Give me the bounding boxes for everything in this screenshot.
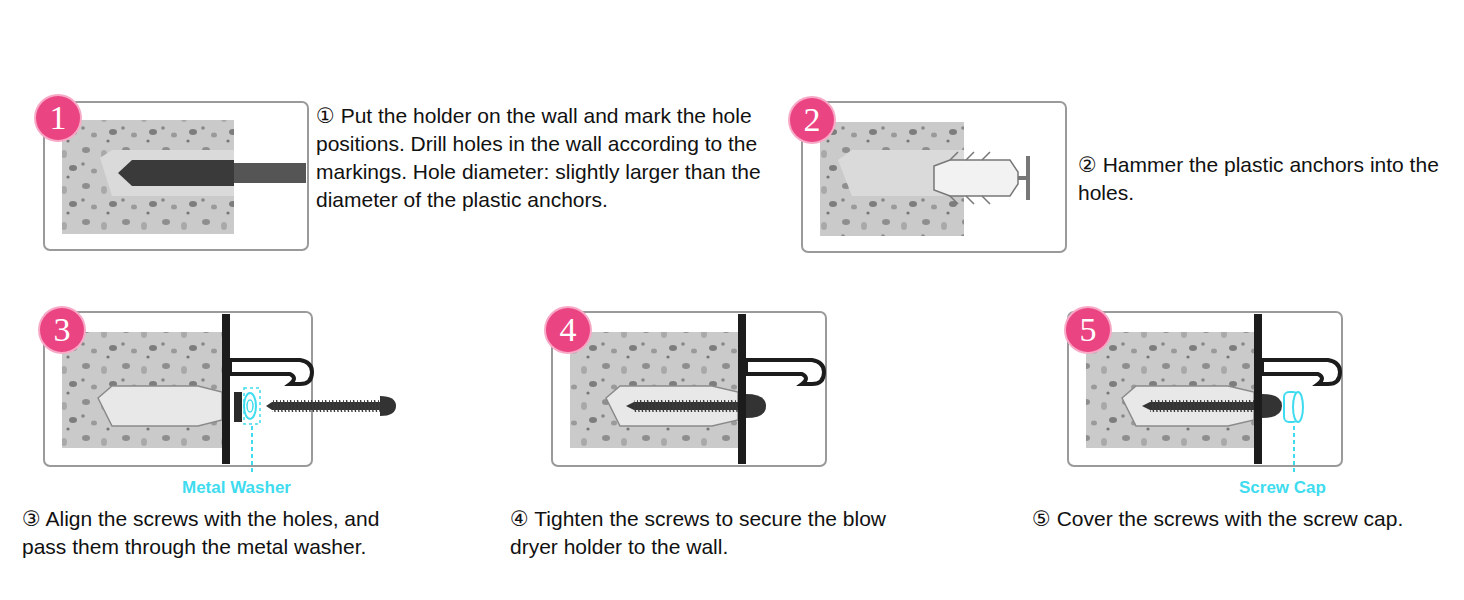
step-instruction: ④ Tighten the screws to secure the blow …	[510, 505, 910, 561]
callout-number: 2	[804, 103, 821, 137]
step-number-circle: 5	[1066, 308, 1110, 352]
part-label: Metal Washer	[182, 478, 291, 498]
step-number-circle: 1	[36, 96, 80, 140]
step-number-circle: 2	[790, 98, 834, 142]
step-instruction: ② Hammer the plastic anchors into the ho…	[1078, 151, 1448, 207]
step-number-circle: 4	[546, 308, 590, 352]
step-number-circle: 3	[40, 308, 84, 352]
callout-number: 5	[1080, 313, 1097, 347]
step-instruction: ① Put the holder on the wall and mark th…	[316, 102, 786, 214]
step-instruction: ⑤ Cover the screws with the screw cap.	[1032, 505, 1432, 533]
callout-number: 4	[560, 313, 577, 347]
part-label: Screw Cap	[1239, 478, 1326, 498]
callout-number: 1	[50, 101, 67, 135]
callout-number: 3	[54, 313, 71, 347]
step-instruction: ③ Align the screws with the holes, and p…	[22, 505, 422, 561]
